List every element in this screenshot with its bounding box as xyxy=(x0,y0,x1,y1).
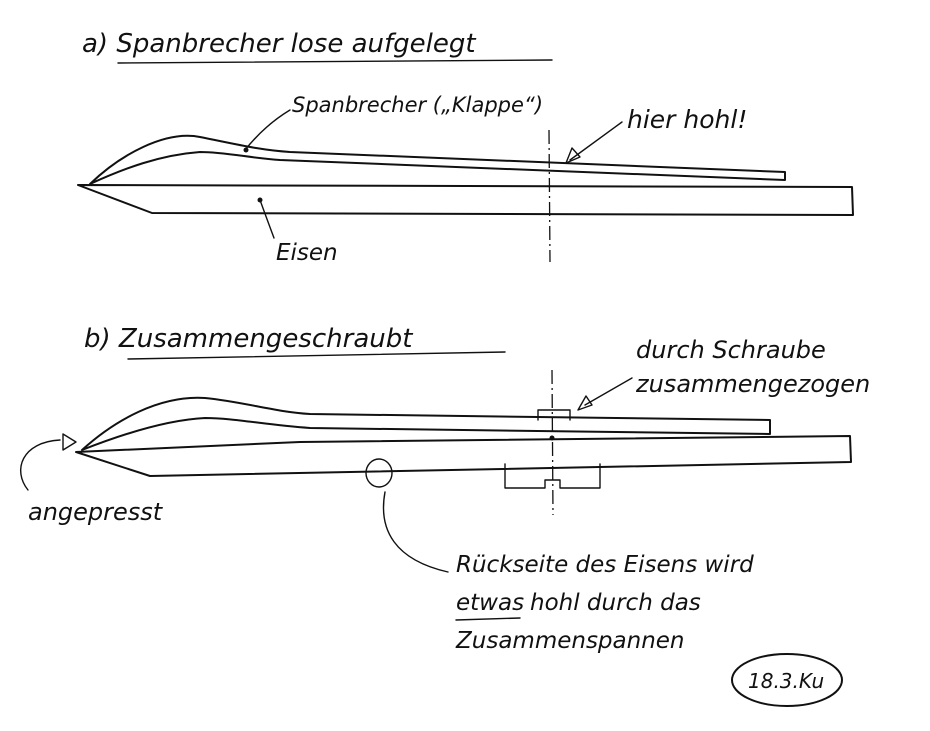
center-line-a xyxy=(548,129,551,263)
arrowhead-schraube xyxy=(577,395,593,411)
arrowhead-hohl xyxy=(565,147,581,164)
label-spanbrecher: Spanbrecher („Klappe“) xyxy=(292,93,543,117)
pointer-eisen xyxy=(259,199,275,239)
signature-stamp: 18.3.Ku xyxy=(731,653,843,707)
pointer-rueckseite xyxy=(382,491,449,573)
pointer-spanbrecher xyxy=(244,109,291,151)
label-schraube-2: zusammengezogen xyxy=(635,370,870,398)
part-b-title-underline xyxy=(127,351,506,360)
pointer-angepresst xyxy=(19,439,61,491)
part-b: b) Zusammengeschraubt durch Schraube zus… xyxy=(19,324,870,654)
label-schraube-1: durch Schraube xyxy=(636,336,826,364)
iron-b xyxy=(75,435,852,477)
label-eisen: Eisen xyxy=(276,240,338,266)
pointer-dot-eisen xyxy=(257,197,263,203)
part-a-title: a) Spanbrecher lose aufgelegt xyxy=(82,29,476,59)
iron-a xyxy=(77,184,854,216)
part-b-title: b) Zusammengeschraubt xyxy=(84,324,413,354)
etwas-underline xyxy=(455,617,521,621)
center-line-b xyxy=(551,369,554,516)
label-rueckseite-2b: hohl durch das xyxy=(530,590,701,616)
screw-nut xyxy=(504,463,601,489)
chip-breaker-a xyxy=(89,134,786,185)
signature-text: 18.3.Ku xyxy=(748,669,824,693)
chip-breaker-b xyxy=(81,396,771,451)
hollow-marker xyxy=(365,458,393,488)
screw-top xyxy=(537,409,571,421)
part-a: a) Spanbrecher lose aufgelegt Spanbreche… xyxy=(77,29,854,266)
label-angepresst: angepresst xyxy=(28,498,164,526)
label-hohl: hier hohl! xyxy=(627,105,747,134)
part-a-title-underline xyxy=(117,59,553,64)
arrowhead-angepresst xyxy=(62,433,77,451)
screw-center-dot xyxy=(549,435,555,441)
label-rueckseite-3: Zusammenspannen xyxy=(455,628,685,654)
signature-oval xyxy=(731,653,843,707)
pointer-schraube xyxy=(584,377,633,406)
label-rueckseite-1: Rückseite des Eisens wird xyxy=(456,552,754,578)
pointer-dot-spanbrecher xyxy=(243,147,249,153)
label-rueckseite-2a: etwas xyxy=(456,590,524,616)
pointer-hohl xyxy=(569,121,623,161)
